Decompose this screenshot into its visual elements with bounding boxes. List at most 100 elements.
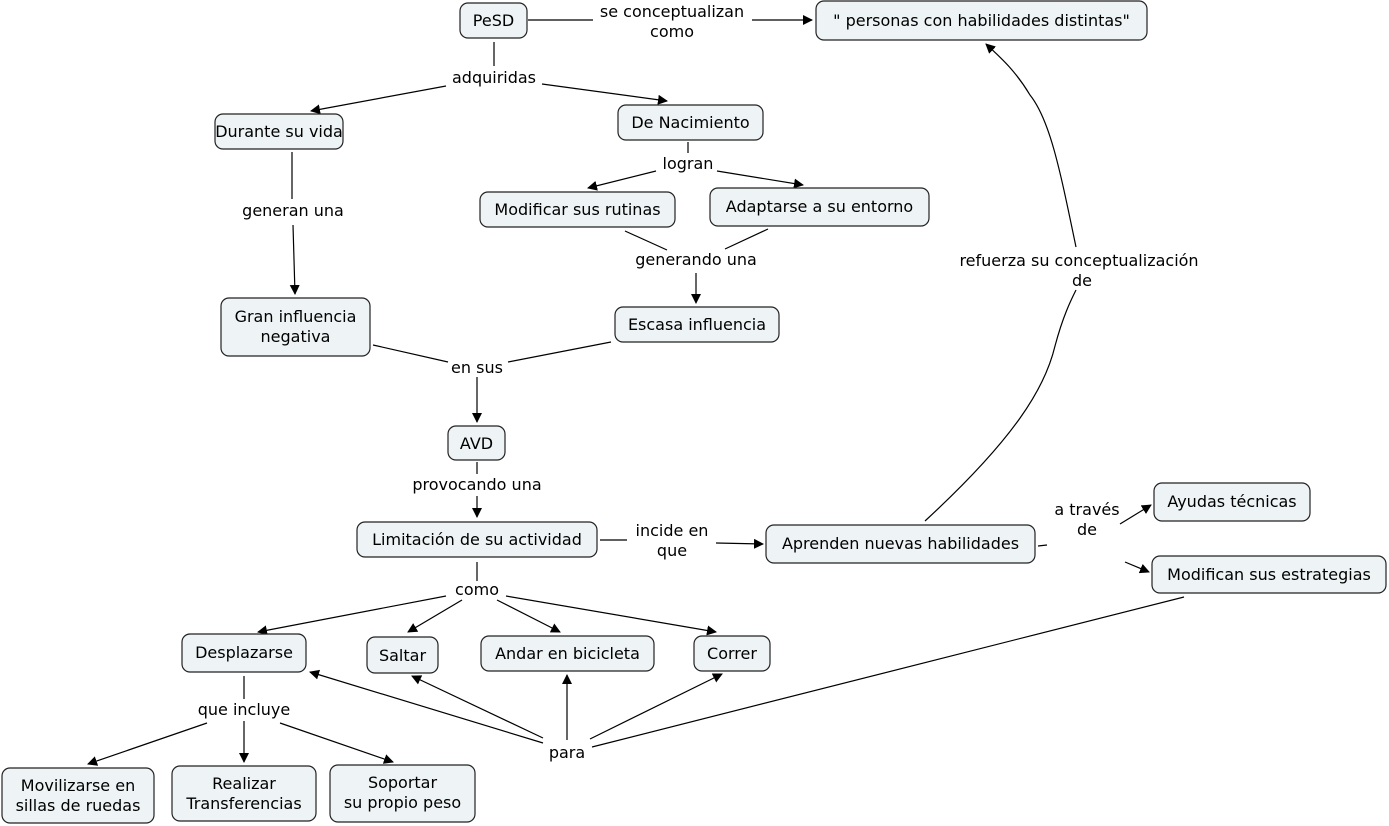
connector [624,230,668,251]
concept-limitacion[interactable]: Limitación de su actividad [356,521,598,558]
concept-box [447,425,506,461]
link-label-provocando: provocando una [412,475,541,494]
concept-label: Saltar [379,646,426,665]
concept-label: Andar en bicicleta [495,644,640,663]
concept-label: Ayudas técnicas [1167,492,1296,511]
label-line: que [657,541,687,560]
concept-saltar[interactable]: Saltar [366,636,439,674]
connector-arrow [310,85,447,115]
concept-box [214,113,344,150]
link-label-como: como [455,580,499,599]
concept-box [171,765,317,822]
connector [724,228,769,250]
connector [372,344,449,363]
concept-label: Desplazarse [195,643,293,662]
connector-arrow [589,673,723,740]
link-label-ensus: en sus [451,358,503,377]
connector [924,289,1077,522]
connections [87,15,1185,766]
concept-label: Durante su vida [215,122,343,141]
connector-arrow [505,595,717,636]
concept-box [693,635,771,672]
connector-arrow [289,224,300,295]
concept-label: Correr [707,644,757,663]
concept-box [366,636,439,674]
concept-box [480,635,655,672]
connector [1037,544,1048,547]
concept-label-line: Soportar [368,773,438,792]
connector-arrow [1124,561,1150,574]
concept-box [1153,482,1311,522]
label-line: de [1077,520,1097,539]
label-line: incide en [636,521,709,540]
label-line: como [650,22,694,41]
concept-label: Limitación de su actividad [372,530,582,549]
concept-desplazarse[interactable]: Desplazarse [181,633,307,673]
concept-box [815,0,1148,41]
concept-andar[interactable]: Andar en bicicleta [480,635,655,672]
concept-ayudas[interactable]: Ayudas técnicas [1153,482,1311,522]
concept-label: De Nacimiento [631,113,749,132]
concept-box [1,767,155,824]
concept-label: Aprenden nuevas habilidades [782,534,1019,553]
concept-correr[interactable]: Correr [693,635,771,672]
concept-label-line: Gran influencia [235,307,357,326]
concept-label-line: sillas de ruedas [16,796,141,815]
concept-nacimiento[interactable]: De Nacimiento [617,104,764,141]
link-label-adquiridas: adquiridas [452,68,536,87]
connector-arrow [587,170,657,191]
connector [591,596,1185,748]
concept-aprenden[interactable]: Aprenden nuevas habilidades [765,524,1036,564]
concept-label: Escasa influencia [628,315,766,334]
label-line: a través [1054,500,1119,519]
connector-arrow [715,538,764,549]
label-line: se conceptualizan [600,2,744,21]
concept-box [614,306,780,343]
connector-arrow [541,83,668,105]
concept-modifican[interactable]: Modifican sus estrategias [1151,555,1387,594]
link-label-generando: generando una [635,250,757,269]
concept-label-line: Movilizarse en [21,776,135,795]
concept-label-line: Transferencias [185,794,301,813]
concept-adaptarse[interactable]: Adaptarse a su entorno [709,187,930,227]
concept-label: Adaptarse a su entorno [726,197,913,216]
concept-avd[interactable]: AVD [447,425,506,461]
connector-arrow [411,675,544,739]
concept-label: AVD [460,434,493,453]
concept-label: " personas con habilidades distintas" [833,11,1130,30]
connector-arrow [985,43,1077,248]
connector-arrow [279,722,394,764]
concept-label: Modificar sus rutinas [494,200,660,219]
link-label-incluye: que incluye [198,700,291,719]
concept-escasa[interactable]: Escasa influencia [614,306,780,343]
concept-box [479,191,676,228]
link-label-para: para [549,743,585,762]
concept-pesd[interactable]: PeSD [459,2,528,39]
connector-arrow [407,599,463,633]
concept-durante[interactable]: Durante su vida [214,113,344,150]
concept-box [459,2,528,39]
connector [507,341,612,363]
concept-box [329,764,476,823]
concept-box [356,521,598,558]
concept-label: PeSD [473,11,514,30]
concept-modificar[interactable]: Modificar sus rutinas [479,191,676,228]
concept-label: Modifican sus estrategias [1167,565,1371,584]
connector-arrow [716,170,804,189]
concept-box [1151,555,1387,594]
concept-personas[interactable]: " personas con habilidades distintas" [815,0,1148,41]
